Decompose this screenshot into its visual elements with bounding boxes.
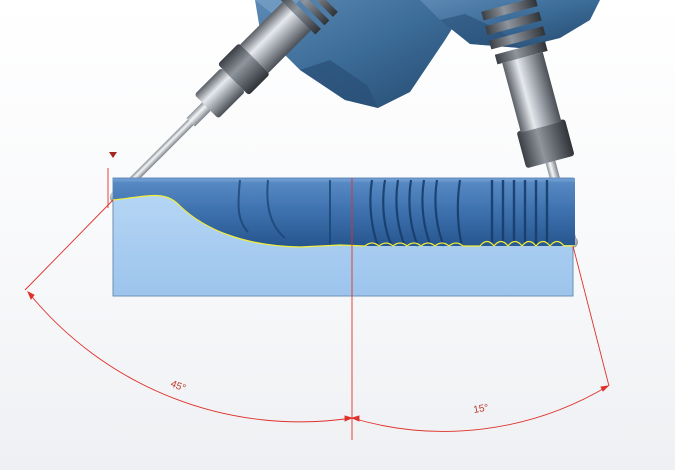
angle-annotations: [24, 152, 610, 440]
machined-part-surface: [113, 178, 575, 247]
left-reference-line: [24, 199, 114, 291]
right-reference-line: [572, 245, 610, 387]
toolpath-curve: [112, 194, 575, 248]
angle-annotation-45: 45°: [169, 379, 187, 395]
left-spindle-tool: [109, 0, 338, 204]
angle-arc-45: [27, 291, 353, 423]
angle-arc-15: [351, 385, 609, 432]
left-marker: [109, 152, 117, 158]
angle-annotation-15: 15°: [473, 402, 490, 415]
